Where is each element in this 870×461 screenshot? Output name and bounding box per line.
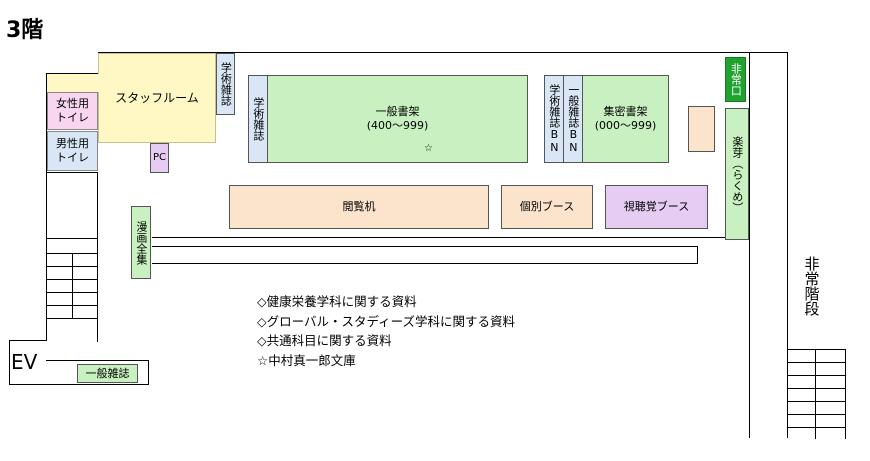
rakuga-label: 楽芽（らくめ） [730, 135, 744, 213]
academic-journals-top-label: 学術雑誌 [219, 62, 233, 106]
general-journals-bottom-label: 一般雑誌 [85, 366, 130, 380]
reading-desks: 閲覧机 [229, 185, 489, 229]
legend: ◇健康栄養学科に関する資料 ◇グローバル・スタディーズ学科に関する資料 ◇共通科… [257, 292, 515, 370]
general-journals-bottom: 一般雑誌 [77, 364, 138, 383]
general-journals-bn-label: 一般雑誌BN [566, 84, 580, 154]
individual-booths-label: 個別ブース [519, 200, 575, 214]
compact-stacks-label: 集密書架 [603, 105, 648, 119]
academic-journals-left-label: 学術雑誌 [251, 97, 265, 141]
mens-toilet-label-1: 男性用 [56, 137, 89, 151]
manga-shelf: 漫画全集 [131, 206, 151, 279]
compact-stacks-range: (000～999) [594, 119, 657, 132]
av-booth-label: 視聴覚ブース [623, 200, 690, 214]
general-stacks-range: (400～999) [366, 119, 429, 132]
mens-toilet-label-2: トイレ [56, 151, 89, 164]
emergency-stairs-label: 非常階段 [802, 256, 821, 316]
general-journals-bn: 一般雑誌BN [563, 75, 583, 163]
individual-booths: 個別ブース [501, 185, 593, 229]
star-mark: ☆ [424, 143, 433, 154]
pc-label: PC [152, 151, 166, 163]
academic-journals-bn: 学術雑誌BN [544, 75, 564, 163]
academic-journals-bn-label: 学術雑誌BN [547, 84, 561, 154]
academic-journals-left: 学術雑誌 [248, 75, 268, 163]
womens-toilet: 女性用 トイレ [47, 92, 98, 130]
floor-title: 3階 [6, 18, 44, 43]
general-stacks: 一般書架 (400～999) ☆ [267, 75, 528, 163]
elevator-label: EV [11, 350, 38, 374]
academic-journals-top: 学術雑誌 [216, 53, 235, 115]
staff-room: スタッフルーム [98, 53, 216, 143]
legend-item: ◇グローバル・スタディーズ学科に関する資料 [257, 313, 515, 329]
emergency-exit: 非常口 [725, 57, 746, 102]
legend-item: ◇共通科目に関する資料 [257, 333, 392, 348]
legend-item: ☆中村真一郎文庫 [257, 352, 356, 368]
compact-stacks: 集密書架 (000～999) [582, 75, 669, 163]
emergency-exit-label: 非常口 [729, 63, 743, 96]
pc-area: PC [150, 143, 169, 173]
staff-room-label: スタッフルーム [115, 90, 199, 105]
manga-label: 漫画全集 [134, 220, 148, 265]
womens-toilet-label-2: トイレ [56, 111, 89, 124]
staff-room-extension [47, 74, 99, 92]
womens-toilet-label-1: 女性用 [56, 97, 89, 111]
reading-desks-label: 閲覧机 [342, 200, 376, 214]
mens-toilet: 男性用 トイレ [47, 131, 98, 171]
rakuga-room: 楽芽（らくめ） [725, 108, 749, 240]
general-stacks-label: 一般書架 [375, 105, 420, 119]
small-cabinet [688, 106, 715, 152]
legend-item: ◇健康栄養学科に関する資料 [257, 294, 417, 309]
av-booth: 視聴覚ブース [605, 185, 708, 229]
